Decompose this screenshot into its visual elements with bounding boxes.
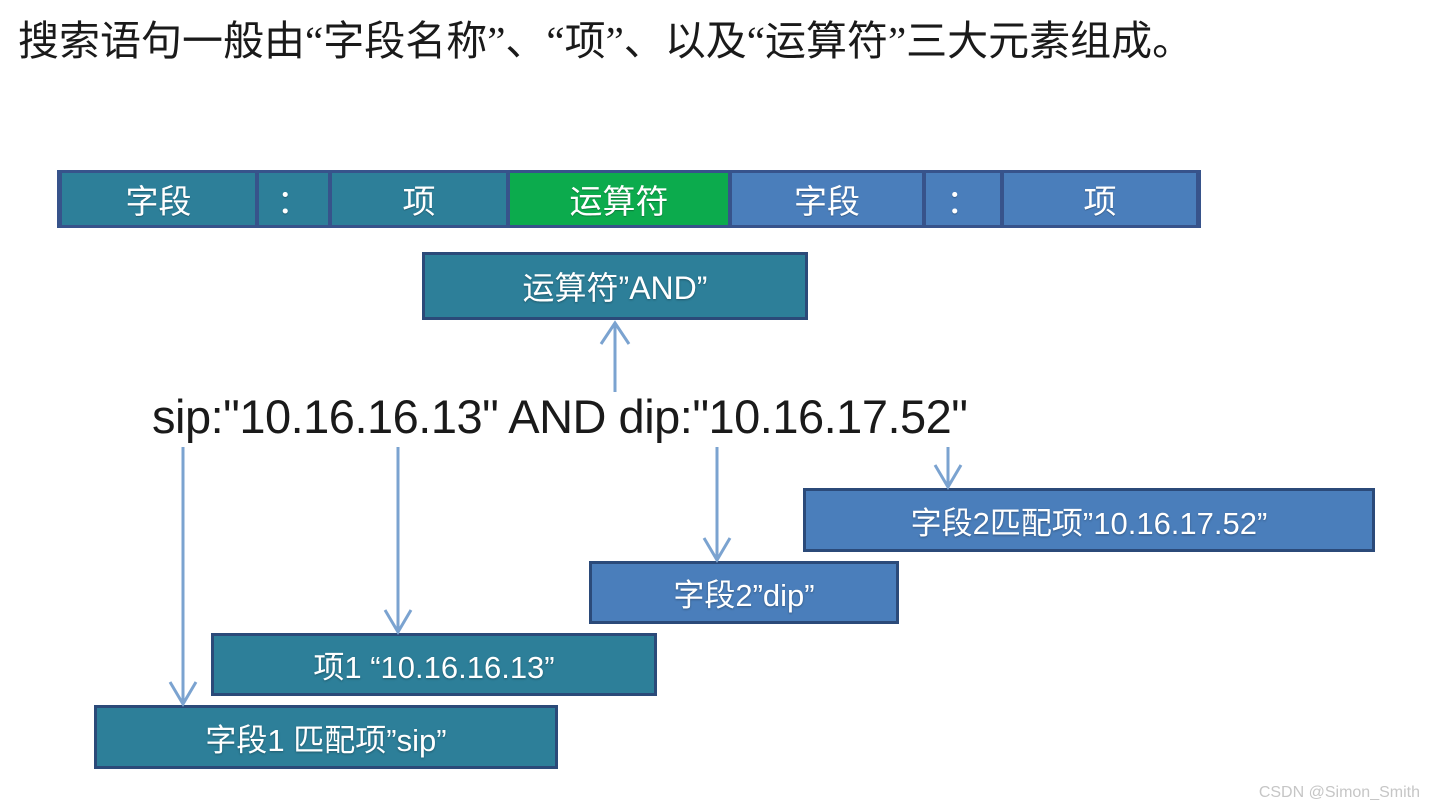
bar-cell-field-2: 字段 bbox=[730, 173, 924, 225]
callout-operator: 运算符”AND” bbox=[422, 252, 808, 320]
bar-cell-field-1: 字段 bbox=[60, 173, 257, 225]
watermark: CSDN @Simon_Smith bbox=[1258, 784, 1420, 801]
arrow-field1-head bbox=[168, 681, 198, 707]
page-title: 搜索语句一般由“字段名称”、“项”、以及“运算符”三大元素组成。 bbox=[18, 18, 1194, 64]
bar-cell-term-2: 项 bbox=[1002, 173, 1198, 225]
bar-cell-colon-2: ： bbox=[924, 173, 1002, 225]
arrow-operator-head bbox=[599, 320, 631, 345]
syntax-structure-bar: 字段 ： 项 运算符 字段 ： 项 bbox=[57, 170, 1201, 228]
bar-cell-operator: 运算符 bbox=[508, 173, 730, 225]
bar-cell-colon-1: ： bbox=[257, 173, 330, 225]
arrow-term1-head bbox=[383, 609, 413, 635]
callout-term1: 项1 “10.16.16.13” bbox=[211, 633, 657, 696]
bar-cell-term-1: 项 bbox=[330, 173, 508, 225]
callout-field2-match: 字段2匹配项”10.16.17.52” bbox=[803, 488, 1375, 552]
query-expression: sip:"10.16.16.13" AND dip:"10.16.17.52" bbox=[152, 390, 968, 443]
arrow-field2-match-head bbox=[933, 464, 963, 490]
callout-field2: 字段2”dip” bbox=[589, 561, 899, 624]
arrow-field2-head bbox=[702, 537, 732, 563]
callout-field1: 字段1 匹配项”sip” bbox=[94, 705, 558, 769]
